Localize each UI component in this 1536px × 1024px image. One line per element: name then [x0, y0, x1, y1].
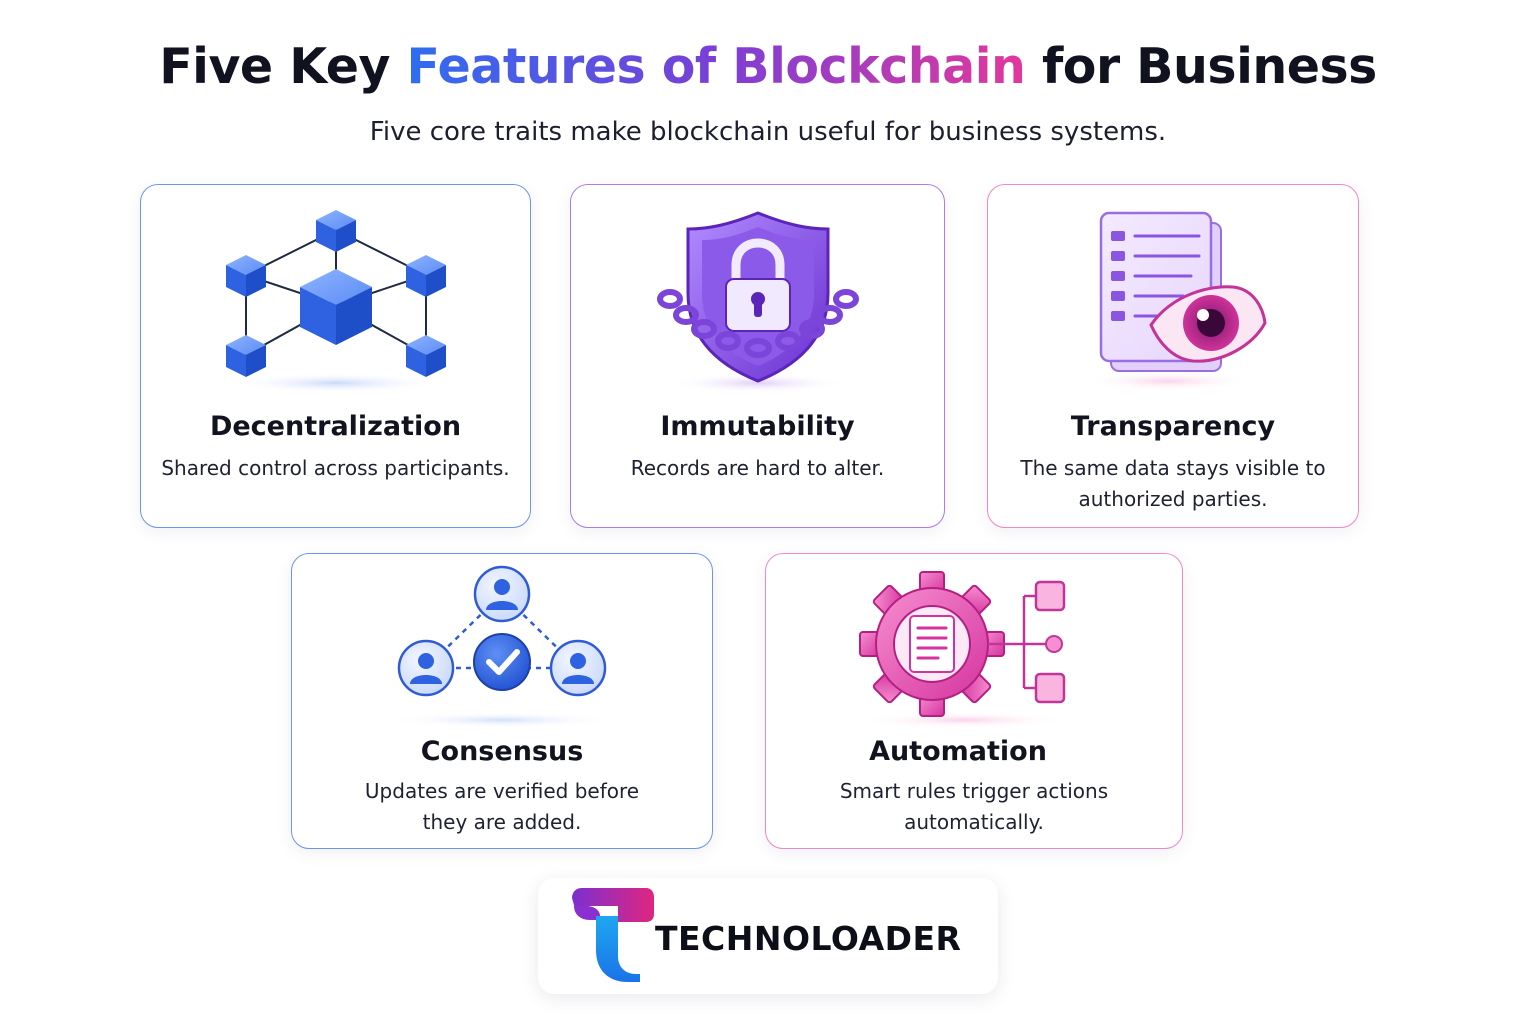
feature-title: Transparency: [1070, 411, 1276, 442]
feature-description: The same data stays visible to authorize…: [1020, 456, 1326, 511]
page-subtitle: Five core traits make blockchain useful …: [369, 117, 1167, 147]
title-highlight: Features of Blockchain: [406, 38, 1026, 95]
document-eye-icon: [988, 205, 1358, 397]
technoloader-logo-icon: [572, 888, 654, 982]
feature-description: Smart rules trigger actions automaticall…: [839, 779, 1109, 834]
feature-title: Automation: [869, 736, 1047, 767]
feature-description: Records are hard to alter.: [630, 456, 885, 480]
feature-description: Updates are verified before they are add…: [364, 779, 640, 834]
feature-title: Consensus: [420, 736, 584, 767]
gear-workflow-icon: [766, 566, 1182, 734]
network-cubes-icon: [141, 205, 530, 395]
feature-card-consensus: Consensus Updates are verified before th…: [291, 553, 713, 849]
feature-title: Decentralization: [209, 411, 462, 442]
feature-card-transparency: Transparency The same data stays visible…: [987, 184, 1359, 528]
brand-name: TECHNOLOADER: [655, 919, 962, 958]
feature-card-automation: Automation Smart rules trigger actions a…: [765, 553, 1183, 849]
feature-description: Shared control across participants.: [161, 456, 510, 480]
brand-logo-box: TECHNOLOADER: [538, 878, 998, 994]
title-part-1: Five Key: [159, 38, 407, 95]
page-title: Five Key Features of Blockchain for Busi…: [0, 38, 1536, 95]
title-part-2: for Business: [1025, 38, 1377, 95]
users-check-icon: [292, 564, 712, 732]
feature-title: Immutability: [660, 411, 855, 442]
shield-lock-chain-icon: [571, 203, 944, 395]
feature-card-decentralization: Decentralization Shared control across p…: [140, 184, 531, 528]
feature-card-immutability: Immutability Records are hard to alter.: [570, 184, 945, 528]
